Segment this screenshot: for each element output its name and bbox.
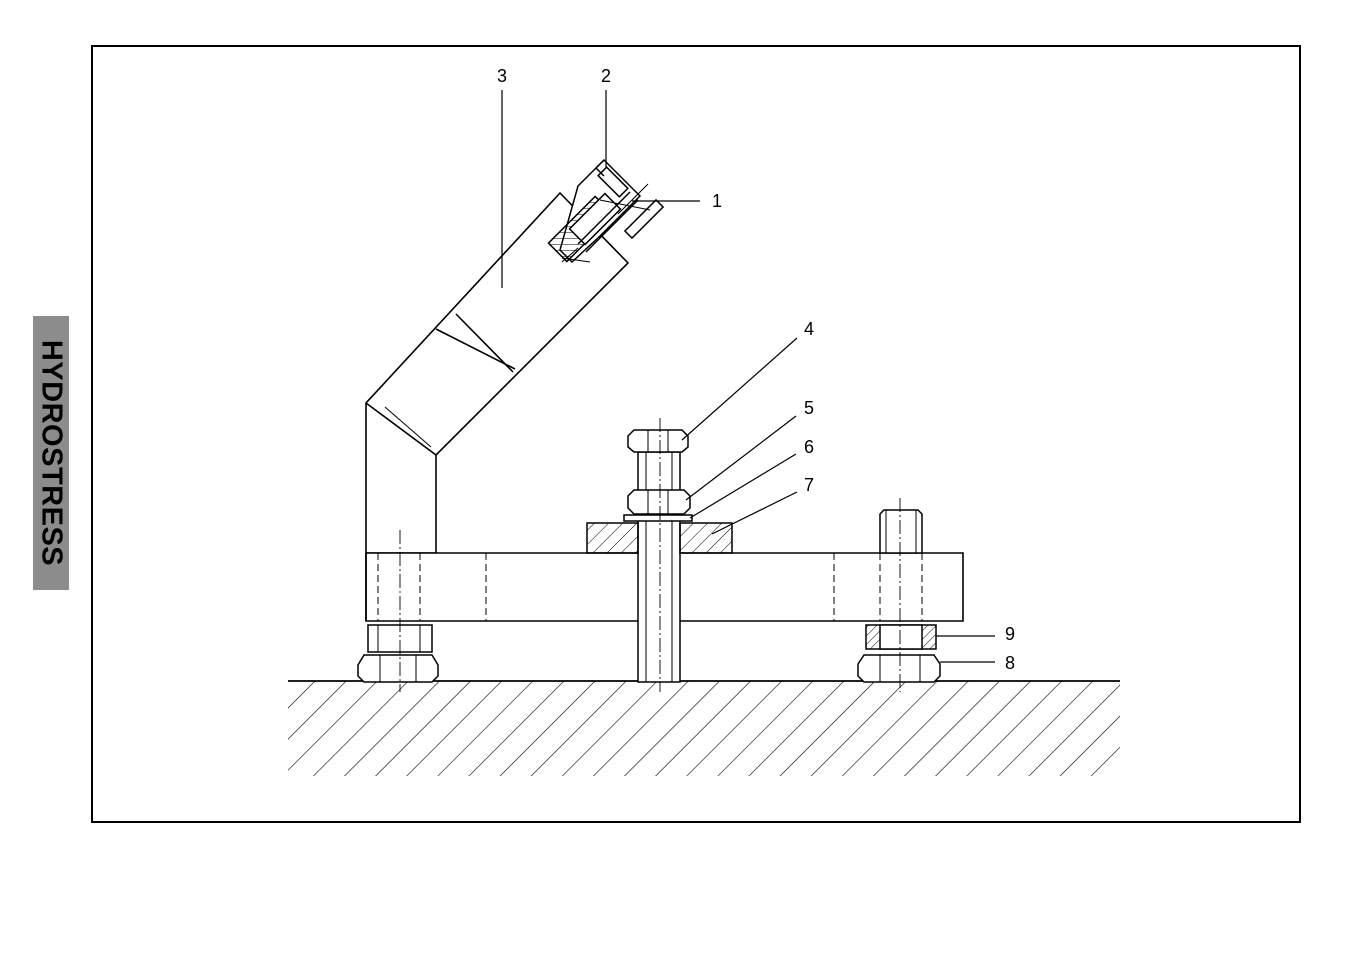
callout-4: 4 <box>804 319 814 339</box>
leader-6 <box>690 454 796 518</box>
callout-7: 7 <box>804 475 814 495</box>
callout-2: 2 <box>601 66 611 86</box>
callout-6: 6 <box>804 437 814 457</box>
callout-5: 5 <box>804 398 814 418</box>
callout-9: 9 <box>1005 624 1015 644</box>
leader-4 <box>682 338 797 440</box>
callout-3: 3 <box>497 66 507 86</box>
callout-8: 8 <box>1005 653 1015 673</box>
callout-1: 1 <box>712 191 722 211</box>
ground-surface <box>288 681 1120 776</box>
leader-7 <box>712 492 797 534</box>
